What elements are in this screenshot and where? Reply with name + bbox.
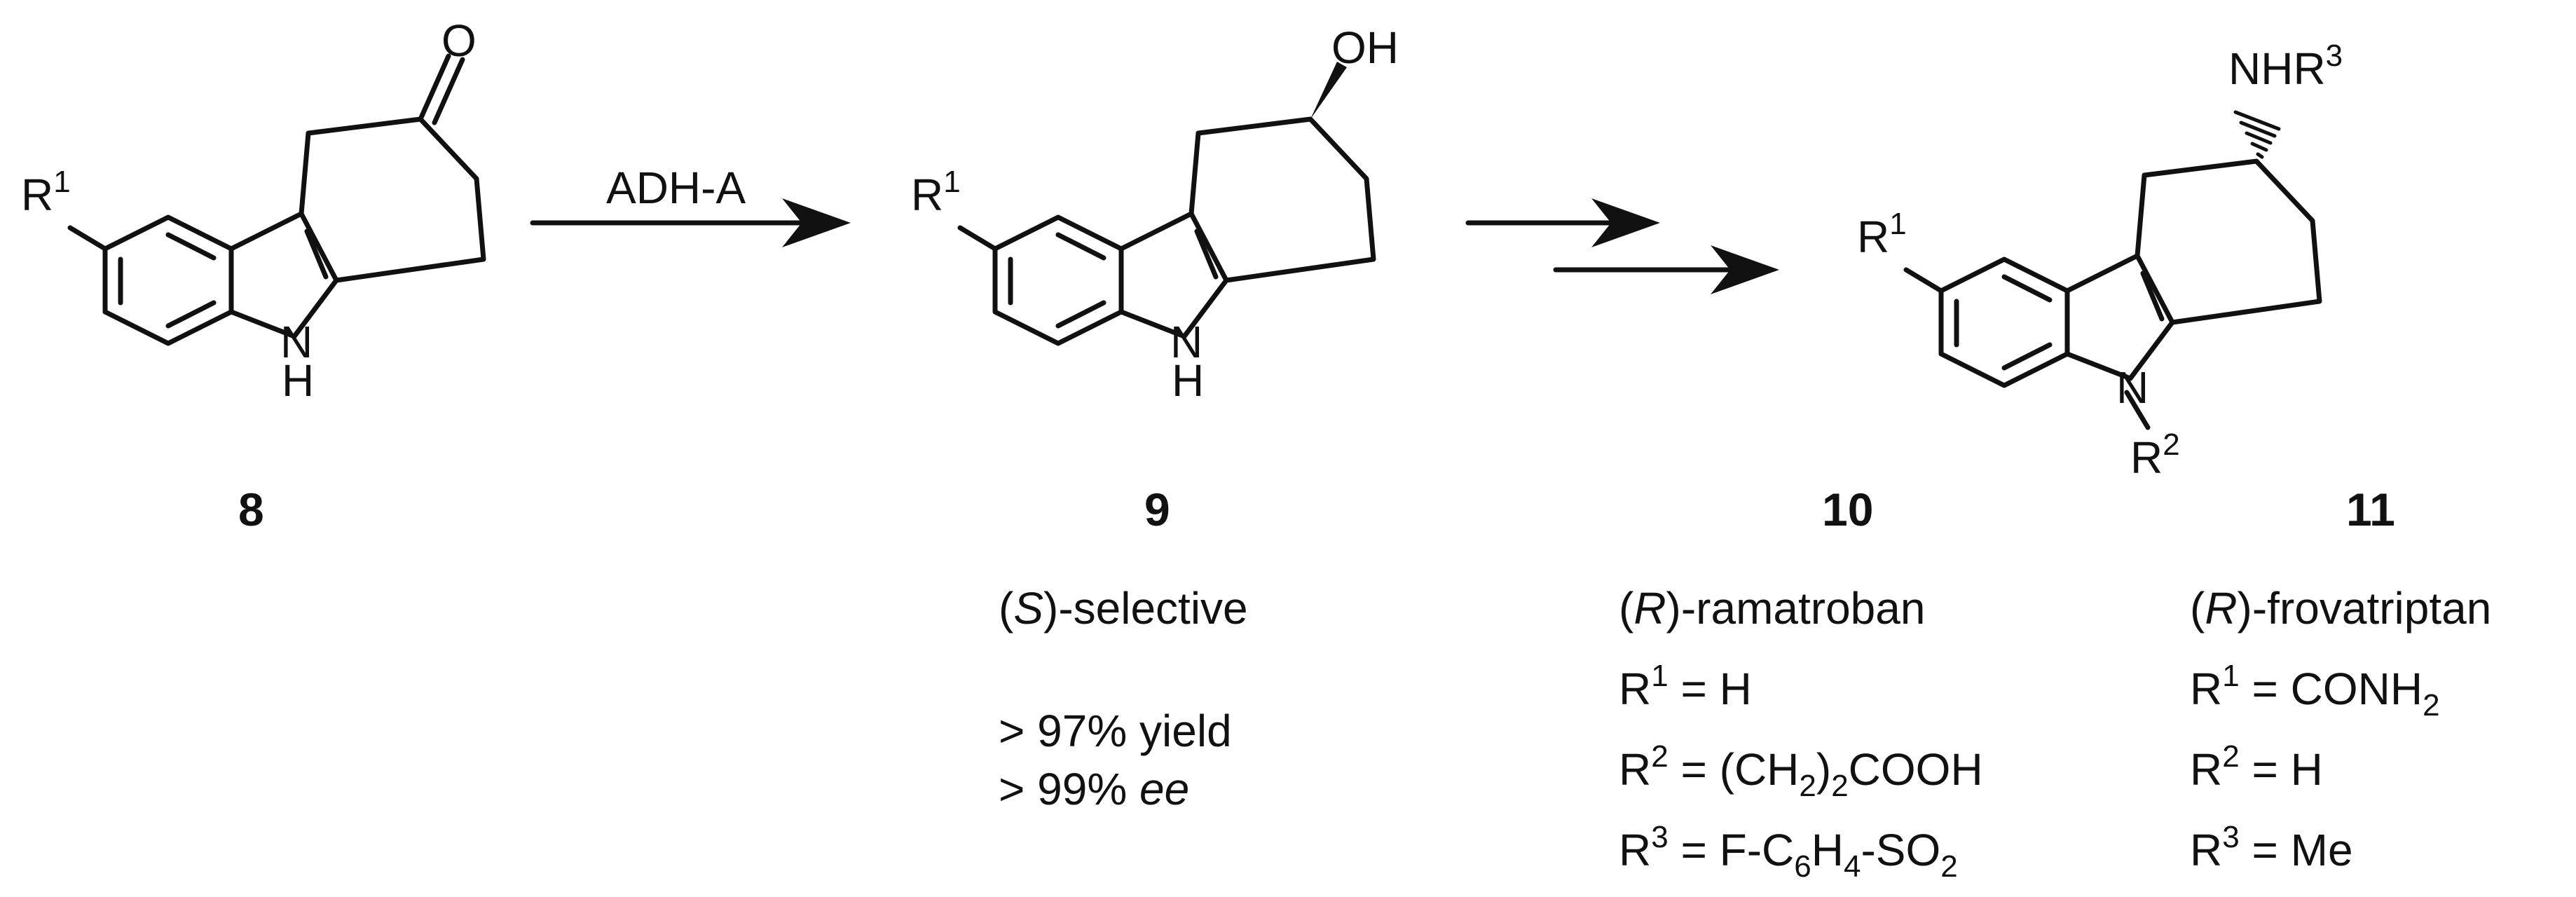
r-sup: 1	[53, 165, 70, 199]
r2-text: R	[2130, 432, 2163, 483]
hydroxyl-label: OH	[1331, 22, 1399, 73]
compound-8-label: 8	[238, 484, 264, 535]
r-value: = H	[1669, 664, 1752, 714]
r-text: R	[21, 170, 53, 220]
subscript: 6	[1794, 849, 1811, 884]
r-value: = Me	[2240, 825, 2353, 875]
r-sup: 1	[943, 165, 960, 199]
indole-n-label: N	[2116, 362, 2149, 413]
ee-text: > 99% ee	[999, 764, 1189, 814]
frovatriptan-r2: R2 = H	[2190, 739, 2323, 795]
r-text: R	[911, 170, 943, 220]
r-sup: 1	[1651, 659, 1668, 693]
selectivity-text: (S)-selective	[999, 583, 1248, 634]
r-sup: 3	[1651, 820, 1668, 854]
r-text: R	[2190, 744, 2222, 795]
r-value: = CONH	[2240, 664, 2423, 714]
r-sup: 2	[1651, 739, 1668, 774]
r1-label: R1	[911, 165, 961, 220]
r1-label: R1	[21, 165, 71, 220]
r-value: = (CH	[1669, 744, 1800, 795]
ramatroban-r1: R1 = H	[1619, 659, 1752, 714]
r-text: R	[2190, 825, 2222, 875]
frovatriptan-r1: R1 = CONH2	[2190, 659, 2440, 723]
selectivity-italic: S	[1013, 583, 1043, 634]
nhr-sup: 3	[2326, 39, 2343, 73]
subscript: 2	[1940, 849, 1957, 884]
r-value: = H	[2240, 744, 2323, 795]
frovatriptan-name: (R)-frovatriptan	[2190, 583, 2491, 634]
frovatriptan-pre: (	[2190, 583, 2205, 634]
ee-pre: > 99%	[999, 764, 1139, 814]
r2-label: R2	[2130, 427, 2180, 483]
r-text: R	[1619, 744, 1651, 795]
r-value: = F-C	[1669, 825, 1795, 875]
nh-h-label: H	[1172, 355, 1204, 406]
r1-label: R1	[1857, 207, 1907, 262]
r-text: R	[1857, 212, 1889, 262]
nh-h-label: H	[282, 355, 314, 406]
subscript: 2	[1831, 769, 1848, 803]
r-value: H	[1811, 825, 1844, 875]
r-value: COOH	[1849, 744, 1983, 795]
frovatriptan-italic: R	[2205, 583, 2237, 634]
r-text: R	[1619, 664, 1651, 714]
r-text: R	[1619, 825, 1651, 875]
ramatroban-pre: (	[1619, 583, 1633, 634]
selectivity-post: )-selective	[1043, 583, 1248, 634]
r-sup: 2	[2222, 739, 2239, 774]
reagent-label: ADH-A	[606, 163, 746, 213]
compound-11-label: 11	[2346, 484, 2395, 535]
r-value: -SO	[1861, 825, 1940, 875]
frovatriptan-r3: R3 = Me	[2190, 820, 2353, 875]
ramatroban-italic: R	[1633, 583, 1666, 634]
r-sup: 1	[1889, 207, 1906, 241]
nhr-main: NHR	[2228, 43, 2326, 94]
subscript: 2	[2423, 688, 2439, 723]
compound-9-label: 9	[1144, 484, 1170, 535]
ketone-oxygen-label: O	[441, 15, 477, 66]
r-text: R	[2190, 664, 2222, 714]
ramatroban-name: (R)-ramatroban	[1619, 583, 1925, 634]
ee-italic: ee	[1139, 764, 1189, 814]
yield-text: > 97% yield	[999, 706, 1232, 756]
ramatroban-r2: R2 = (CH2)2COOH	[1619, 739, 1983, 803]
r-value: )	[1816, 744, 1831, 795]
subscript: 4	[1844, 849, 1861, 884]
amine-label: NHR3	[2228, 39, 2343, 94]
nh-n-label: N	[1170, 317, 1203, 367]
compound-8-structure: O N H R1	[21, 15, 486, 406]
r2-sup: 2	[2163, 427, 2179, 462]
subscript: 2	[1799, 769, 1816, 803]
nh-n-label: N	[280, 317, 313, 367]
compound-9-structure: OH N H R1	[911, 22, 1399, 406]
r-sup: 1	[2222, 659, 2239, 693]
compound-10-label: 10	[1822, 484, 1873, 535]
r-sup: 3	[2222, 820, 2239, 854]
compound-10-11-structure: NHR3 N R2 R1	[1857, 39, 2343, 483]
ramatroban-r3: R3 = F-C6H4-SO2	[1619, 820, 1958, 884]
frovatriptan-post: )-frovatriptan	[2238, 583, 2492, 634]
ramatroban-post: )-ramatroban	[1666, 583, 1926, 634]
selectivity-pre: (	[999, 583, 1013, 634]
